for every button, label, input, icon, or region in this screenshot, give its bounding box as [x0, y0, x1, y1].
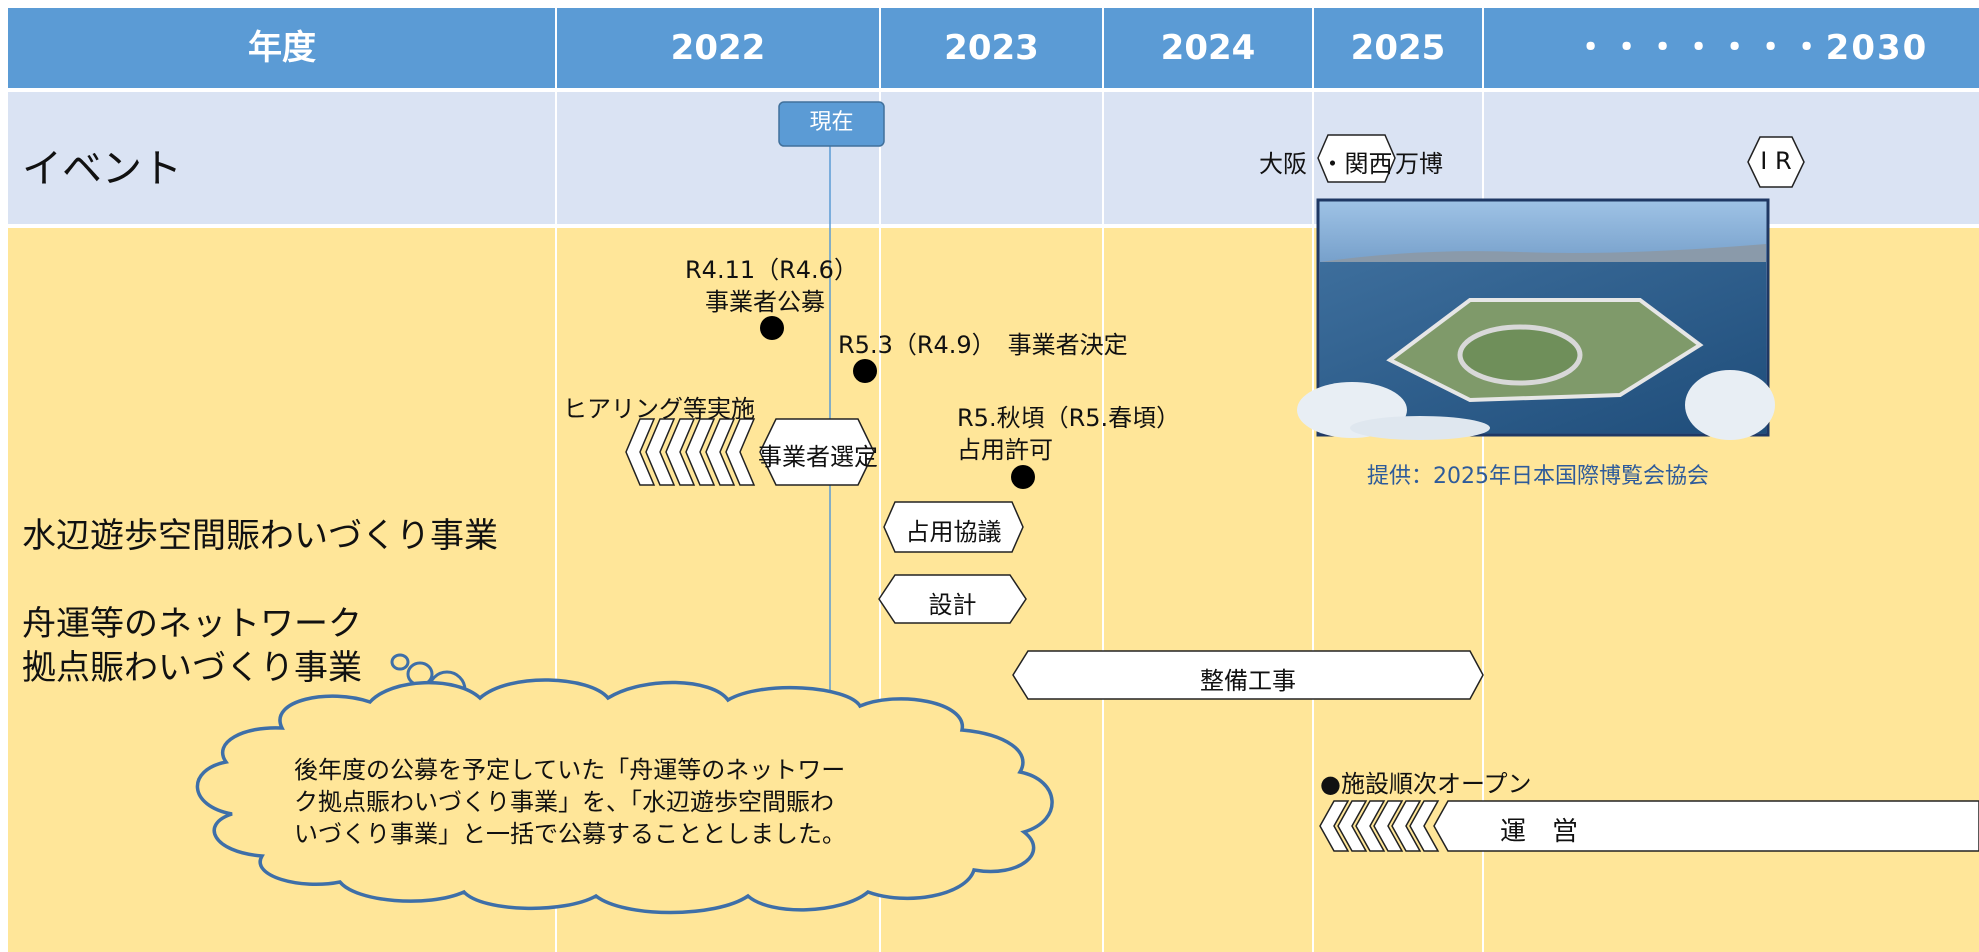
expo-photo [1297, 198, 1775, 440]
now-label: 現在 [809, 110, 854, 135]
ir-hexagon [1747, 136, 1805, 188]
header-year-2025: 2025 [1350, 28, 1446, 68]
callout-line3: いづくり事業」と一括で公募することとしました。 [294, 820, 846, 848]
design-hexagon [878, 574, 1027, 624]
selection-hexagon [759, 418, 875, 486]
expo-hex-label: ・関西 [1320, 150, 1393, 178]
hearing-label: ヒアリング等実施 [563, 395, 755, 423]
selection-label: 事業者選定 [758, 443, 878, 471]
operation-chevrons [1319, 800, 1440, 852]
permit-label: 占用許可 [957, 436, 1053, 464]
project2-label-line2: 拠点賑わいづくり事業 [22, 648, 362, 688]
bubble-small [390, 653, 410, 671]
open-label: ●施設順次オープン [1320, 770, 1532, 798]
construction-bar [1012, 650, 1484, 700]
consult-label: 占用協議 [905, 518, 1002, 546]
now-box [778, 101, 885, 147]
permit-dot [1011, 465, 1035, 489]
hearing-chevrons [625, 418, 756, 486]
decision-dot [853, 359, 877, 383]
recruit-label: 事業者公募 [705, 288, 825, 316]
header-year-2024: 2024 [1160, 28, 1256, 68]
event-row-label: イベント [22, 146, 182, 192]
recruit-dot [760, 316, 784, 340]
expo-suffix: 万博 [1395, 150, 1443, 178]
cloud-callout [195, 678, 1054, 915]
design-label: 設計 [928, 591, 977, 619]
header-year-2023: 2023 [944, 28, 1039, 68]
expo-hexagon [1317, 134, 1396, 183]
header-band [8, 8, 1979, 88]
callout-line1: 後年度の公募を予定していた「舟運等のネットワー [294, 756, 846, 784]
consult-hexagon [883, 501, 1024, 553]
ir-label: I R [1760, 147, 1792, 175]
construction-label: 整備工事 [1200, 667, 1296, 695]
permit-date: R5.秋頃（R5.春頃） [957, 404, 1181, 432]
expo-prefix: 大阪 [1259, 150, 1307, 178]
header-year-2030: ・・・・・・・2030 [1573, 28, 1929, 68]
header-year-2022: 2022 [670, 28, 766, 68]
header-year-label: 年度 [248, 28, 316, 68]
decision-label: R5.3（R4.9） 事業者決定 [838, 331, 1128, 359]
project1-label: 水辺遊歩空間賑わいづくり事業 [22, 516, 498, 556]
recruit-date: R4.11（R4.6） [685, 256, 858, 284]
project2-label-line1: 舟運等のネットワーク [22, 604, 362, 644]
operation-bar [1433, 800, 1979, 852]
operation-label: 運 営 [1500, 817, 1579, 847]
callout-line2: ク拠点賑わいづくり事業」を、「水辺遊歩空間賑わ [294, 788, 834, 816]
photo-caption: 提供：2025年日本国際博覧会協会 [1367, 464, 1709, 489]
